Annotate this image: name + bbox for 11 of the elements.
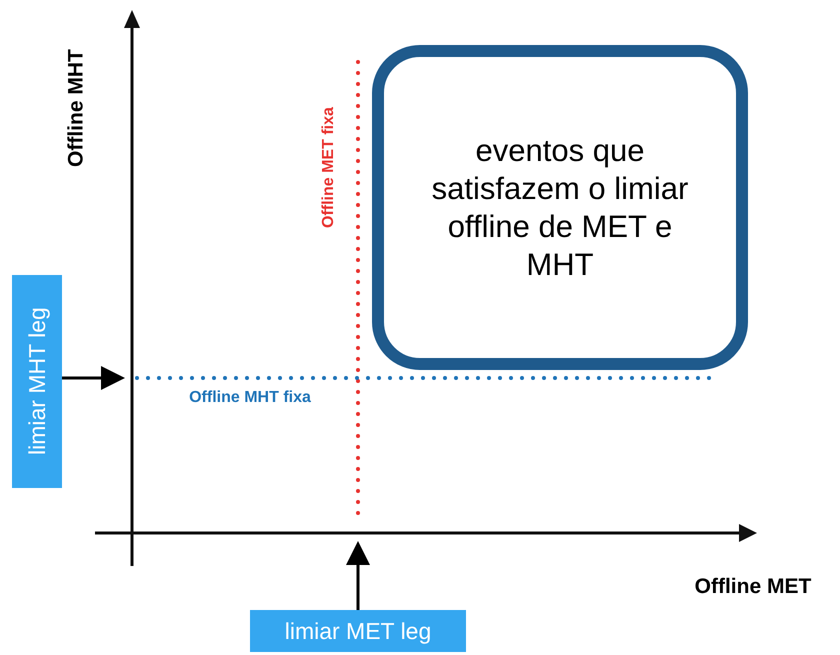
axis-label: Offline MET fixa bbox=[319, 106, 338, 230]
axis-label: Offline MHT fixa bbox=[188, 388, 312, 408]
y-axis bbox=[124, 10, 140, 566]
arrow bbox=[62, 366, 125, 390]
axis-label: Offline MET bbox=[694, 574, 812, 600]
x-axis bbox=[95, 524, 757, 542]
label-box: limiar MHT leg bbox=[12, 275, 62, 488]
label-box: limiar MET leg bbox=[250, 610, 466, 652]
arrow bbox=[346, 541, 370, 610]
text-box: eventos que satisfazem o limiar offline de MET e MHT bbox=[372, 45, 748, 370]
axis-label: Offline MHT bbox=[63, 48, 88, 169]
